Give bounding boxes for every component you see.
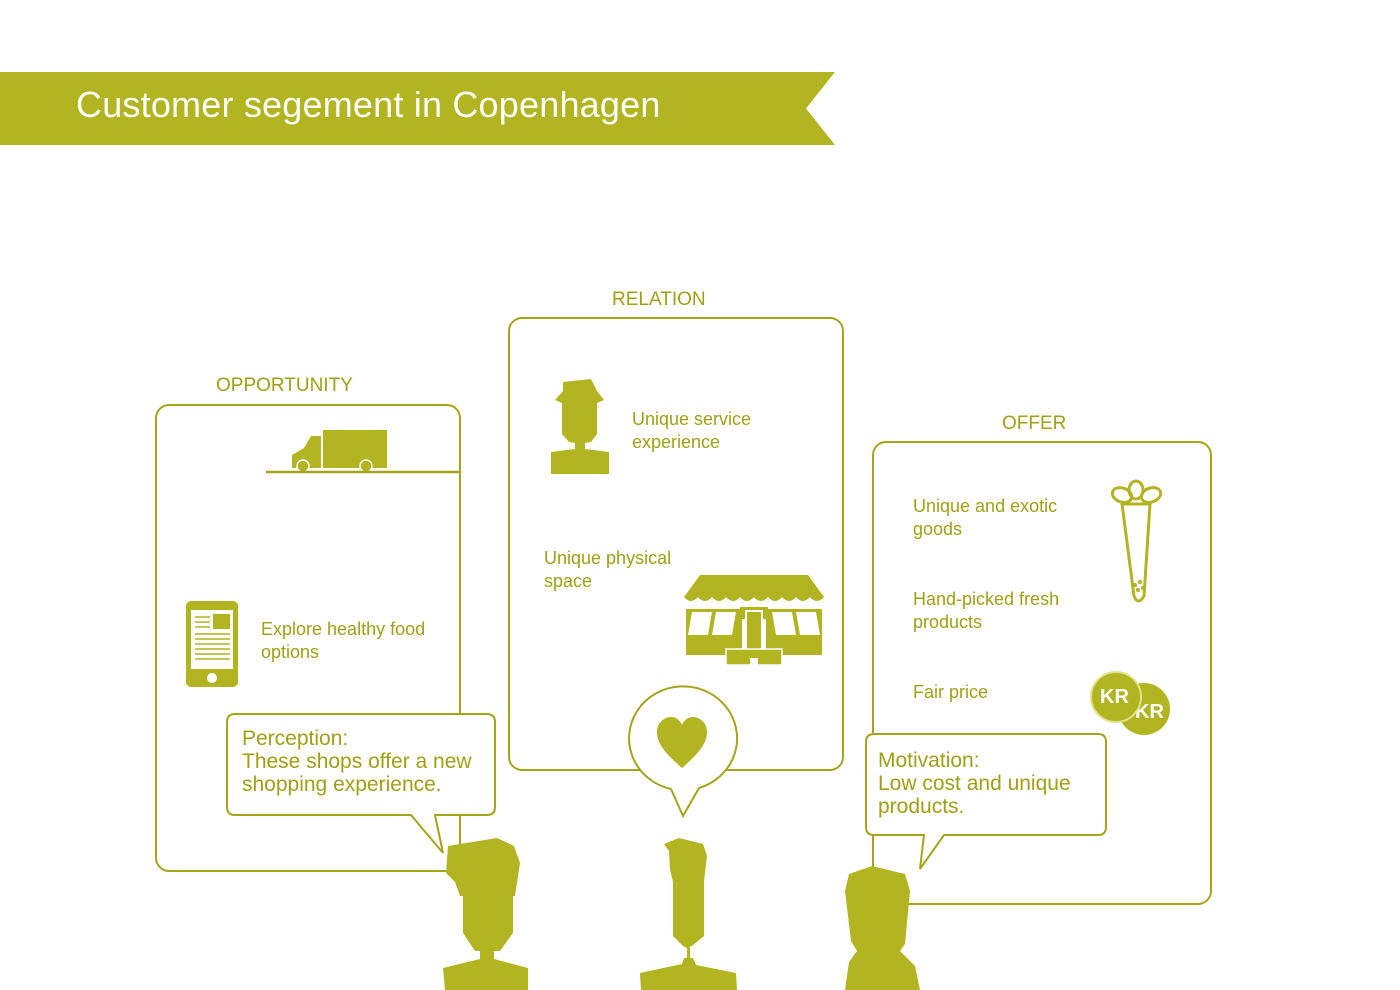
carrot-icon — [1110, 479, 1163, 603]
relation-item-text-service: Unique service experience — [632, 409, 752, 452]
section-label-opportunity: OPPORTUNITY — [216, 375, 353, 396]
motivation-bubble-shape — [865, 733, 1107, 870]
motivation-title: Motivation: — [878, 749, 980, 772]
coin-back-label: KR — [1135, 701, 1164, 723]
storefront-icon — [684, 575, 824, 666]
perception-line1: These shops offer a new — [242, 750, 472, 773]
title-banner — [0, 72, 835, 145]
perception-line2: shopping experience. — [242, 773, 442, 796]
tablet-icon — [186, 601, 238, 687]
offer-item-text-fresh: Hand-picked fresh products — [913, 589, 1060, 632]
opportunity-box — [155, 404, 461, 872]
offer-box — [872, 441, 1212, 905]
truck-icon — [266, 430, 459, 474]
staff-person-icon — [551, 379, 609, 474]
heart-bubble — [628, 685, 739, 819]
customer-person-icon — [845, 866, 920, 990]
section-label-relation: RELATION — [612, 289, 706, 310]
section-label-offer: OFFER — [1002, 413, 1067, 434]
perception-title: Perception: — [242, 727, 349, 750]
coin-front-label: KR — [1100, 686, 1129, 708]
customer-person-icon — [443, 838, 528, 990]
relation-item-text-space: Unique physical space — [544, 548, 672, 591]
motivation-line2: products. — [878, 795, 965, 818]
perception-bubble-shape — [226, 713, 496, 854]
kr-coins-icon: KR KR — [1088, 671, 1174, 745]
opportunity-item-text: Explore healthy food options — [261, 619, 426, 662]
motivation-line1: Low cost and unique — [878, 772, 1071, 795]
heart-icon — [657, 717, 707, 768]
page-title: Customer segement in Copenhagen — [76, 84, 661, 125]
offer-item-text-goods: Unique and exotic goods — [913, 496, 1058, 539]
offer-item-text-price: Fair price — [913, 682, 989, 702]
customer-person-icon — [640, 838, 737, 990]
